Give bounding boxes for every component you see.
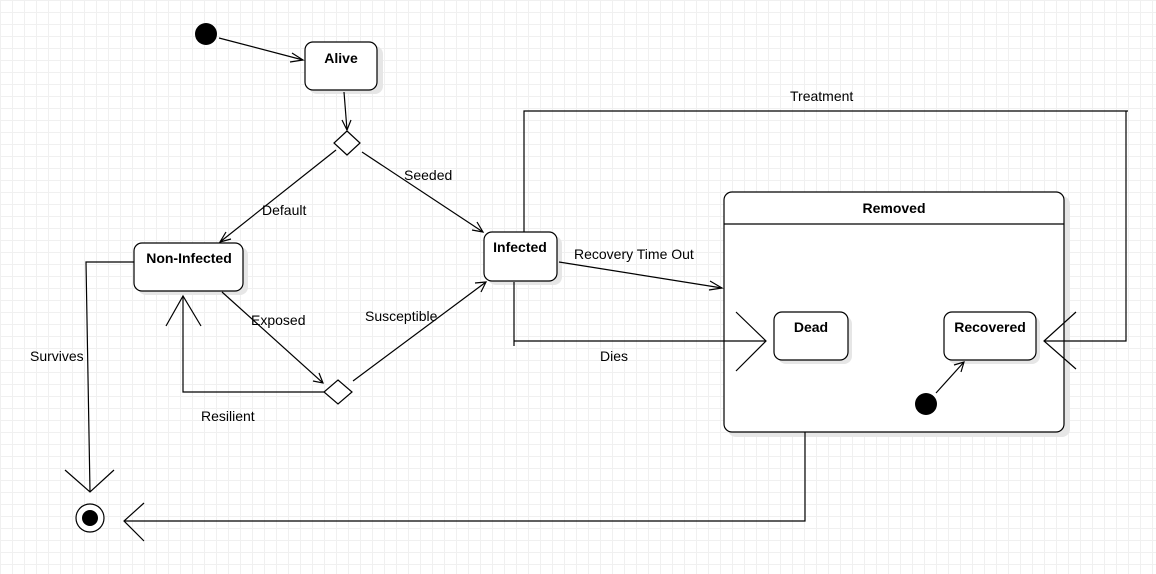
state-recovered[interactable]: Recovered: [943, 311, 1040, 364]
state-non-infected[interactable]: Non-Infected: [133, 242, 248, 295]
state-infected-label: Infected: [493, 239, 547, 255]
arrow-treatment: [523, 110, 1128, 370]
arrow-susceptible: [352, 281, 488, 382]
decision-node-2: [323, 379, 353, 405]
final-node: [75, 503, 105, 533]
arrow-inner-initial-to-recovered: [935, 361, 965, 394]
label-dies: Dies: [600, 348, 628, 364]
state-infected[interactable]: Infected: [483, 231, 562, 285]
state-dead-label: Dead: [794, 319, 828, 335]
arrow-initial-to-alive: [218, 37, 305, 63]
state-non-infected-label: Non-Infected: [146, 250, 232, 266]
arrow-resilient: [165, 294, 324, 393]
inner-initial-node: [915, 393, 937, 415]
label-exposed: Exposed: [251, 312, 305, 328]
state-alive[interactable]: Alive: [304, 41, 383, 94]
arrow-removed-to-final: [123, 432, 806, 542]
label-treatment: Treatment: [790, 88, 853, 104]
label-susceptible: Susceptible: [365, 308, 438, 324]
arrow-seeded: [361, 151, 485, 233]
label-default: Default: [262, 202, 306, 218]
state-dead[interactable]: Dead: [773, 311, 852, 364]
arrow-exposed: [221, 291, 324, 384]
label-recovery-time-out: Recovery Time Out: [574, 246, 694, 262]
arrow-alive-to-decision: [341, 91, 352, 132]
state-recovered-label: Recovered: [954, 319, 1026, 335]
state-removed[interactable]: Removed: [723, 191, 1070, 437]
arrow-recovery-time-out: [558, 261, 724, 291]
arrow-dies: [513, 282, 767, 372]
initial-node: [195, 23, 217, 45]
label-resilient: Resilient: [201, 408, 255, 424]
label-survives: Survives: [30, 348, 84, 364]
decision-node-1: [333, 130, 361, 156]
label-seeded: Seeded: [404, 167, 452, 183]
state-alive-label: Alive: [324, 50, 358, 66]
state-removed-label: Removed: [862, 200, 925, 216]
arrow-survives: [64, 261, 134, 493]
arrow-default: [218, 149, 337, 243]
